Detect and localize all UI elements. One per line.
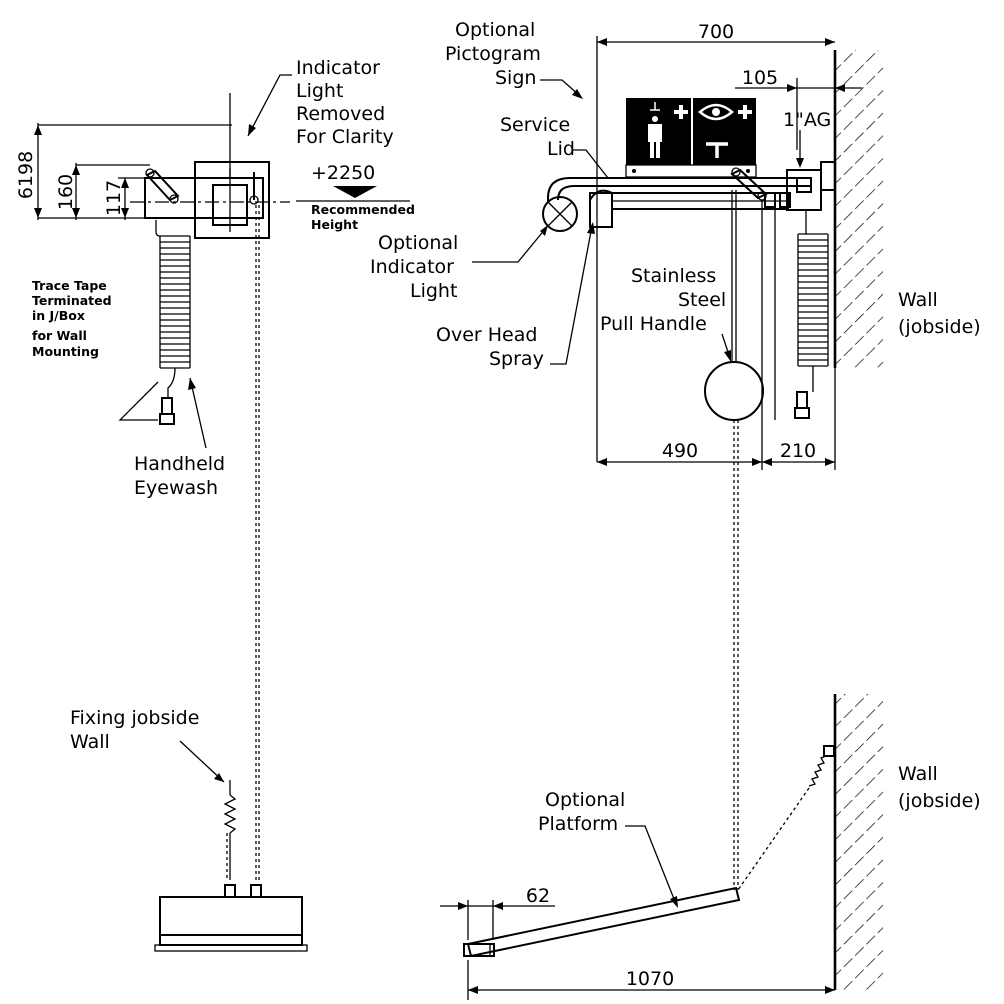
label-over-head-spray: Over Head Spray (436, 324, 544, 370)
front-view-labels: Optional Pictogram Sign Service Lid Opti… (370, 19, 981, 908)
label-optional-platform: Optional Platform (538, 789, 631, 835)
label-height: +2250 (311, 162, 375, 184)
dim-117: 117 (103, 180, 125, 216)
label-wall-jobside-top: Wall (jobside) (898, 289, 981, 338)
front-view: 700 105 1"AG (440, 21, 883, 1000)
label-stainless-steel-pull-handle: Stainless Steel Pull Handle (600, 265, 732, 335)
front-hose-coil (798, 233, 828, 367)
label-trace-tape: Trace Tape Terminated in J/Box for Wall … (32, 278, 116, 359)
label-recommended-height: Recommended Height (311, 202, 419, 232)
label-service-lid: Service Lid (500, 114, 576, 160)
side-view-labels: Indicator Light Removed For Clarity +225… (32, 57, 419, 783)
label-pipe-size: 1"AG (783, 109, 831, 131)
label-wall-jobside-bottom: Wall (jobside) (898, 763, 981, 812)
wall-bottom (835, 694, 883, 990)
dim-210: 210 (780, 440, 816, 462)
optional-platform (466, 886, 741, 958)
eyewash-pictogram-icon (698, 103, 752, 158)
dim-160: 160 (55, 174, 77, 210)
label-optional-pictogram-sign: Optional Pictogram Sign (445, 19, 547, 89)
hose-coil (160, 235, 190, 369)
label-indicator-light-removed: Indicator Light Removed For Clarity (296, 57, 394, 148)
safety-shower-pictogram-icon (648, 102, 688, 158)
pull-handle[interactable] (704, 361, 764, 421)
wall-top (835, 50, 883, 368)
label-handheld-eyewash: Handheld Eyewash (134, 453, 231, 499)
dim-62: 62 (526, 885, 550, 907)
dim-1070: 1070 (626, 968, 674, 990)
dim-490: 490 (662, 440, 698, 462)
label-optional-indicator-light: Optional Indicator Light (370, 232, 464, 302)
label-fixing-jobside-wall: Fixing jobside Wall (70, 707, 205, 753)
dim-6198: 6198 (15, 151, 37, 199)
dim-105: 105 (742, 67, 778, 89)
side-view: 6198 160 117 (15, 93, 308, 952)
optional-indicator-light (542, 196, 578, 232)
dim-700: 700 (698, 21, 734, 43)
